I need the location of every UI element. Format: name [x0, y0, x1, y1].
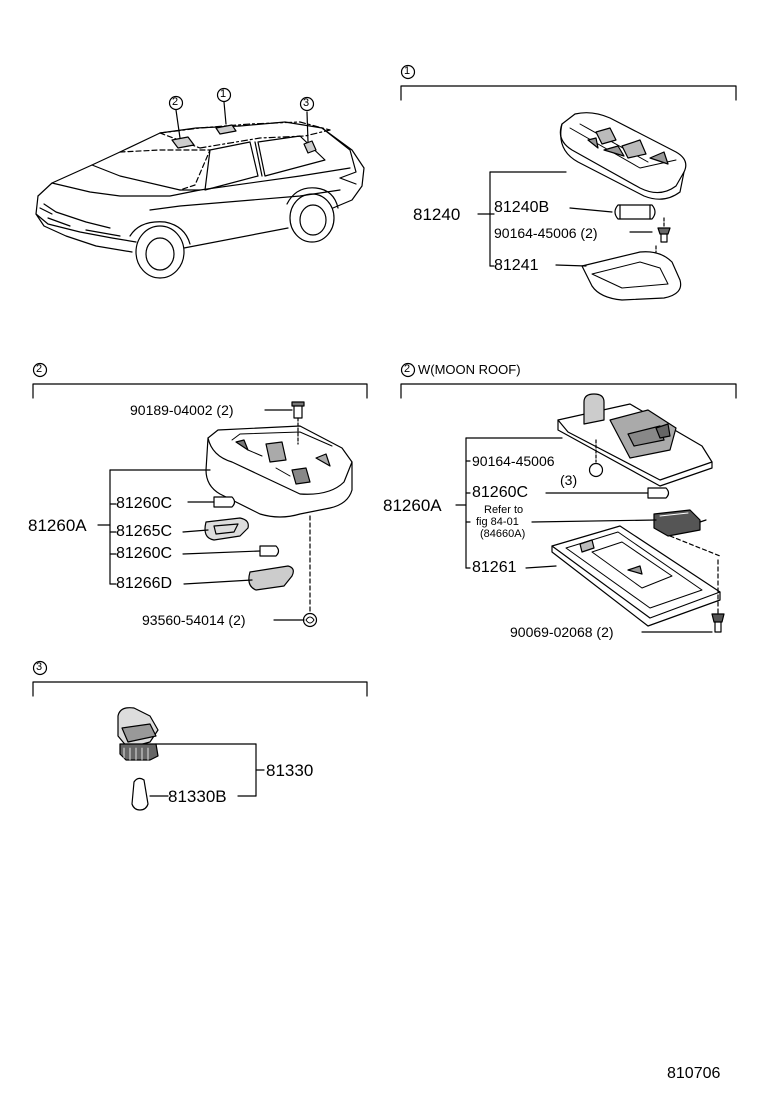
part-81261-label: 81261: [472, 559, 517, 576]
bulb-81330b: [131, 777, 149, 811]
part-81260c-moonroof-label: 81260C: [472, 484, 529, 501]
refer-line-3: (84660A): [480, 528, 526, 540]
part-81260c-label-a: 81260C: [116, 495, 173, 512]
part-90164-moonroof-label: 90164-45006: [472, 453, 555, 469]
part-90164-45006-label: 90164-45006 (2): [494, 225, 598, 241]
part-93560-label: 93560-54014 (2): [142, 612, 246, 628]
lamp-housing-81240: [559, 112, 687, 200]
lamp-housing-moonroof: [557, 393, 713, 487]
section-2-moonroof-leaders: [455, 437, 713, 633]
part-90189-label: 90189-04002 (2): [130, 402, 234, 418]
lamp-housing-81260a: [205, 425, 353, 518]
part-90069-label: 90069-02068 (2): [510, 624, 614, 640]
part-81330b-label: 81330B: [168, 787, 227, 806]
screw-90164: [657, 217, 671, 243]
section-3-marker: 3: [36, 661, 43, 673]
section-3-leaders: [149, 743, 265, 797]
lens-81261: [551, 525, 721, 627]
assembly-81240-label: 81240: [413, 205, 461, 224]
bulb-81260c-moonroof: [647, 487, 670, 499]
switch-84660a: [653, 509, 707, 537]
section-2-leaders: [97, 409, 305, 621]
section-1-marker: 1: [404, 65, 411, 77]
screw-90189: [291, 401, 305, 445]
car-illustration: [35, 87, 365, 279]
part-90164-qty-label: (3): [560, 472, 578, 488]
part-81240b-label: 81240B: [494, 199, 550, 216]
part-81260c-label-b: 81260C: [116, 545, 173, 562]
section-2-moonroof-frame: [400, 362, 737, 399]
section-1-frame: [400, 64, 737, 101]
assembly-81260a-moonroof-label: 81260A: [383, 496, 442, 515]
section-1-leaders: [477, 171, 653, 267]
section-2-frame: [32, 362, 368, 399]
clip-93560: [302, 515, 318, 628]
screw-90069: [669, 535, 725, 633]
car-marker-2: 2: [172, 96, 179, 108]
refer-line-2: fig 84-01: [476, 516, 519, 528]
cover-81265c: [204, 517, 249, 541]
bulb-81240b: [614, 204, 656, 220]
socket-81330: [117, 707, 159, 761]
lens-81241: [581, 245, 682, 301]
car-marker-3: 3: [303, 97, 310, 109]
part-81266d-label: 81266D: [116, 575, 173, 592]
lens-81266d: [248, 565, 294, 591]
figure-number: 810706: [667, 1065, 721, 1082]
assembly-81260a-label: 81260A: [28, 516, 87, 535]
bulb-81260c-a: [213, 496, 236, 508]
car-marker-1: 1: [220, 88, 227, 100]
section-2-moonroof-marker: 2: [404, 363, 411, 375]
section-3-frame: [32, 660, 368, 697]
bulb-81260c-b: [259, 545, 280, 557]
part-81265c-label: 81265C: [116, 523, 173, 540]
part-81241-label: 81241: [494, 257, 539, 274]
section-2-marker: 2: [36, 363, 43, 375]
clip-90164-moonroof: [588, 439, 604, 478]
assembly-81330-label: 81330: [266, 761, 314, 780]
section-2-moonroof-header: W(MOON ROOF): [418, 362, 521, 377]
refer-line-1: Refer to: [484, 504, 524, 516]
